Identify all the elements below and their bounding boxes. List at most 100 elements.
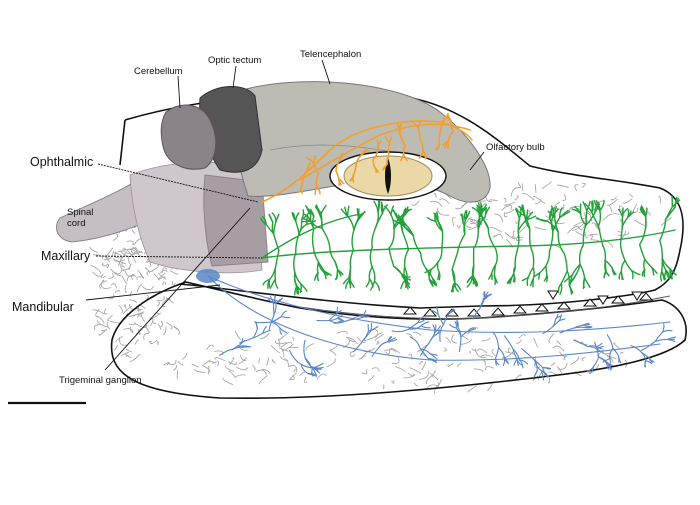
maxillary-branch [372,267,375,281]
mandibular-branch [587,347,597,350]
maxillary-branch [322,228,330,247]
mandibular-branch [574,340,588,346]
maxillary-branch [372,227,376,247]
sensory-nerve [556,204,564,209]
maxillary-branch [348,216,355,229]
sensory-nerve [329,350,336,356]
sensory-nerve [368,375,374,381]
sensory-nerve [107,322,110,329]
sensory-nerve [111,269,122,276]
sensory-nerve [438,208,449,216]
leader-cerebellum [178,76,180,108]
sensory-nerve [172,281,175,285]
sensory-nerve [419,371,429,380]
sensory-nerve [118,248,125,252]
sensory-nerve [588,234,597,235]
maxillary-branch [621,244,626,261]
sensory-nerve [439,199,449,204]
sensory-nerve [337,331,347,334]
sensory-nerve [306,344,314,351]
leader-optic-tectum [233,66,236,88]
sensory-nerve [621,352,624,354]
sensory-nerve [192,365,199,368]
maxillary-branch [662,258,663,271]
maxillary-branch [405,250,409,267]
maxillary-branch [321,205,326,213]
mandibular-branch [543,326,553,333]
sensory-nerve [511,188,521,197]
sensory-nerve [101,283,111,289]
maxillary-branch [547,275,548,282]
maxillary-branch [299,220,302,234]
sensory-nerve [240,355,246,361]
maxillary-branch [558,232,563,253]
label-trigeminal-ganglion: Trigeminal ganglion [59,376,142,386]
sensory-nerve [194,369,205,373]
sensory-nerve [585,232,588,238]
sensory-nerve [493,236,497,237]
sensory-nerve [278,332,288,341]
sensory-nerve [104,251,114,260]
maxillary-branch [296,221,299,234]
sensory-nerve [478,349,487,353]
mandibular-branch [455,322,456,328]
sensory-nerve [409,368,421,374]
maxillary-branch [348,206,349,216]
sensory-nerve [114,345,118,350]
sensory-nerve [542,182,551,189]
mandibular-branch [304,340,305,357]
sensory-nerve [125,247,135,250]
mandibular-branch [421,326,430,328]
sensory-nerve [490,227,502,232]
sensory-nerve [149,341,152,343]
maxillary-branch [580,265,585,279]
sensory-nerve [523,193,535,200]
sensory-nerve [119,337,126,345]
sensory-nerve [129,264,131,270]
sensory-nerve [372,368,379,372]
sensory-nerve [129,300,137,303]
ophthalmic-branch [439,136,440,144]
sensory-nerve [129,322,136,324]
sensory-nerve [658,196,660,203]
sensory-nerve [518,182,521,187]
sensory-nerve [119,305,122,312]
mandibular-branch [556,314,558,319]
sensory-nerve [623,199,632,204]
mandibular-branch [450,325,456,328]
maxillary-branch [494,265,495,276]
maxillary-branch [389,248,394,266]
maxillary-branch [275,251,279,269]
maxillary-branch [569,285,571,295]
sensory-nerve [127,241,134,245]
mandibular-branch [392,329,409,332]
maxillary-branch [592,202,593,212]
sensory-nerve [271,345,280,352]
mandibular-branch [496,348,499,359]
maxillary-branch [442,231,443,248]
maxillary-branch [532,251,534,268]
sensory-nerve [122,276,127,284]
maxillary-branch [628,211,629,218]
sensory-nerve [533,338,537,347]
mandibular-branch [371,324,372,331]
sensory-nerve [603,214,612,220]
sensory-nerve [113,234,118,241]
maxillary-branch [515,252,517,266]
label-spinal-cord: Spinal cord [67,207,107,229]
sensory-nerve [93,255,103,259]
sensory-nerve [448,363,454,366]
sensory-nerve [582,358,585,361]
maxillary-branch [438,248,442,263]
sensory-nerve [229,371,236,378]
sensory-nerve [420,361,423,364]
sensory-nerve [392,380,394,383]
sensory-nerve [414,383,418,386]
mandibular-branch [514,359,517,365]
sensory-nerve [406,334,412,340]
sensory-nerve [104,309,107,314]
maxillary-branch [599,226,603,246]
sensory-nerve [293,337,294,341]
sensory-nerve [430,201,442,207]
